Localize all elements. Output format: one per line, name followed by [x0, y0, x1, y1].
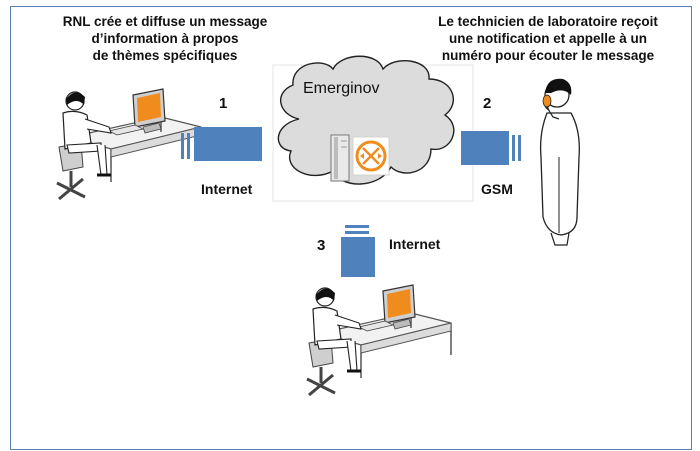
caption-left-line-3: de thèmes spécifiques — [92, 48, 238, 63]
connector-1 — [181, 127, 262, 161]
link-2-number: 2 — [483, 95, 492, 112]
caption-left-line-2: d’information à propos — [91, 31, 239, 46]
caption-right-line-2: une notification et appelle à un — [448, 31, 648, 46]
connector-2 — [461, 131, 521, 165]
router-icon — [352, 136, 390, 176]
cloud-icon — [272, 55, 474, 202]
link-1-medium: Internet — [201, 181, 253, 197]
caption-right-line-3: numéro pour écouter le message — [441, 48, 655, 63]
diagram-graphics: Emerginov — [55, 55, 580, 397]
cloud-label: Emerginov — [303, 80, 379, 97]
caption-right: Le technicien de laboratoire reçoit une … — [403, 13, 693, 64]
caption-right-line-1: Le technicien de laboratoire reçoit — [438, 14, 658, 29]
caption-left: RNL crée et diffuse un message d’informa… — [35, 13, 295, 64]
caption-left-line-1: RNL crée et diffuse un message — [62, 14, 268, 29]
link-3-number: 3 — [317, 237, 326, 254]
person-at-computer-bottom-icon — [305, 283, 453, 397]
link-2-medium: GSM — [481, 181, 513, 197]
person-on-phone-icon — [539, 78, 580, 246]
person-at-computer-icon — [55, 87, 203, 201]
connector-3 — [341, 225, 375, 277]
diagram-frame: RNL crée et diffuse un message d’informa… — [10, 6, 692, 450]
link-1-number: 1 — [219, 95, 228, 112]
link-3-medium: Internet — [389, 236, 441, 252]
server-icon — [330, 134, 350, 182]
